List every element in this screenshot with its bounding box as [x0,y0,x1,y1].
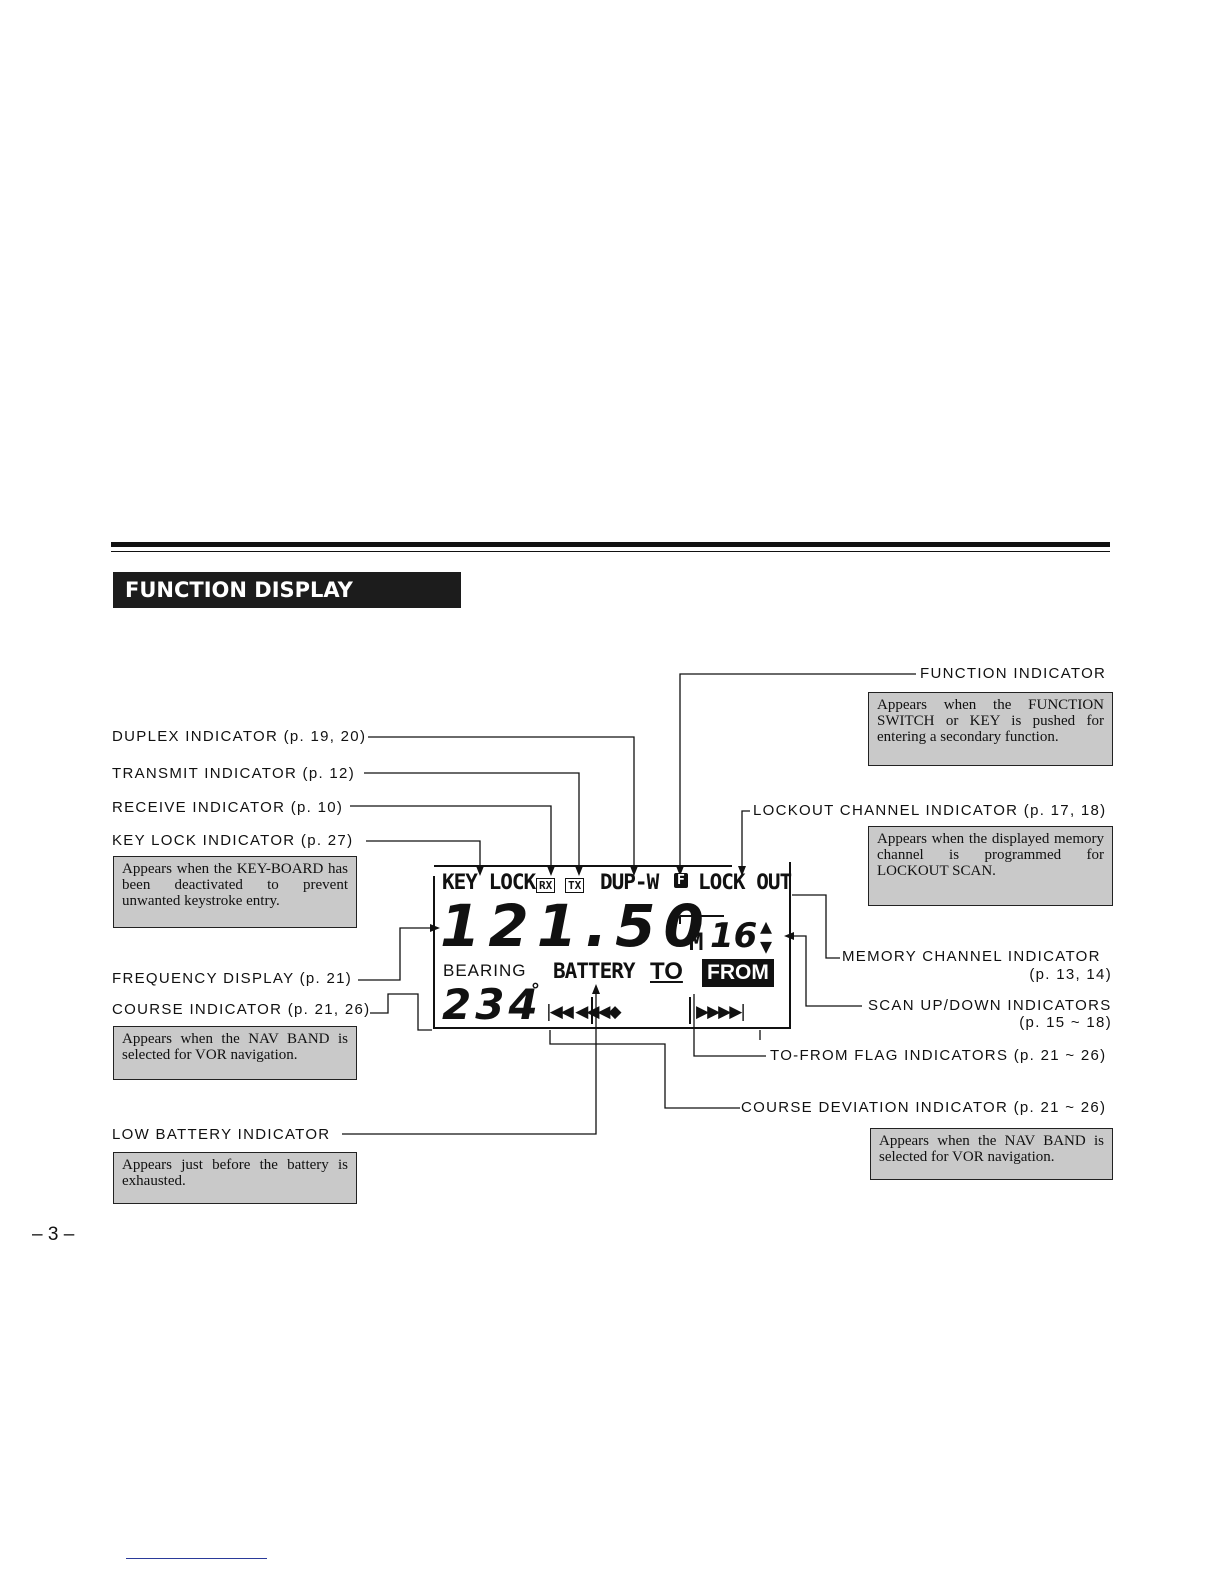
to-from-flag-label: TO-FROM FLAG INDICATORS (p. 21 ~ 26) [770,1047,1107,1064]
lcd-keylock: KEY LOCK [442,870,536,894]
keylock-indicator-label: KEY LOCK INDICATOR (p. 27) [112,832,354,849]
lcd-tx: TX [565,878,585,893]
low-battery-note: Appears just before the battery is exhau… [113,1152,357,1204]
course-indicator-label: COURSE INDICATOR (p. 21, 26) [112,1001,371,1018]
lcd-dup: DUP-W [600,870,659,894]
lcd-rx-tag: RX [536,874,556,893]
function-indicator-label: FUNCTION INDICATOR [920,665,1107,682]
top-rule-thin [111,551,1110,552]
receive-indicator-label: RECEIVE INDICATOR (p. 10) [112,799,344,816]
lcd-channel: 16 [710,916,758,956]
function-note: Appears when the FUNCTION SWITCH or KEY … [868,692,1113,766]
low-battery-indicator-label: LOW BATTERY INDICATOR [112,1126,331,1143]
scan-arrows-icon: ▲▼ [760,914,773,958]
lcd-f: F [674,873,688,888]
duplex-indicator-label: DUPLEX INDICATOR (p. 19, 20) [112,728,367,745]
footer-rule [126,1558,267,1559]
lcd-frame [433,862,791,1029]
frequency-display-label: FREQUENCY DISPLAY (p. 21) [112,970,353,987]
lcd-lockout: LOCK OUT [698,870,792,894]
lcd-bearing: BEARING [443,961,527,980]
lcd-from: FROM [702,959,774,987]
lcd-battery: BATTERY [553,959,636,983]
lcd-course: 234 [442,980,542,1029]
lcd-tx-tag: TX [565,874,585,893]
lcd-degree: ° [530,980,541,1001]
lcd-to: TO [650,958,683,985]
course-note: Appears when the NAV BAND is selected fo… [113,1026,357,1080]
scan-indicators-label: SCAN UP/DOWN INDICATORS [868,997,1112,1014]
keylock-note: Appears when the KEY-BOARD has been deac… [113,856,357,928]
lockout-note: Appears when the displayed memory channe… [868,826,1113,906]
cdi-left-icon: |◀◀ ◀◀◀◆ [546,1002,622,1022]
scan-indicators-pages: (p. 15 ~ 18) [1019,1014,1112,1031]
lcd-frequency: 121.50 [440,892,712,960]
top-rule [111,542,1110,547]
memory-channel-pages: (p. 13, 14) [1029,966,1112,983]
memory-channel-indicator-label: MEMORY CHANNEL INDICATOR [842,948,1101,965]
lcd-m: M [689,928,704,956]
lockout-channel-indicator-label: LOCKOUT CHANNEL INDICATOR (p. 17, 18) [753,802,1107,819]
cdi-right-icon: ▶▶▶▶| [696,1002,746,1022]
transmit-indicator-label: TRANSMIT INDICATOR (p. 12) [112,765,355,782]
page-number: – 3 – [32,1224,75,1245]
section-title: FUNCTION DISPLAY [113,572,461,608]
lcd-rx: RX [536,878,556,893]
lcd-panel: KEY LOCK RX TX DUP-W F LOCK OUT 121.50 M… [432,862,792,1030]
deviation-note: Appears when the NAV BAND is selected fo… [870,1128,1113,1180]
course-deviation-label: COURSE DEVIATION INDICATOR (p. 21 ~ 26) [741,1099,1107,1116]
